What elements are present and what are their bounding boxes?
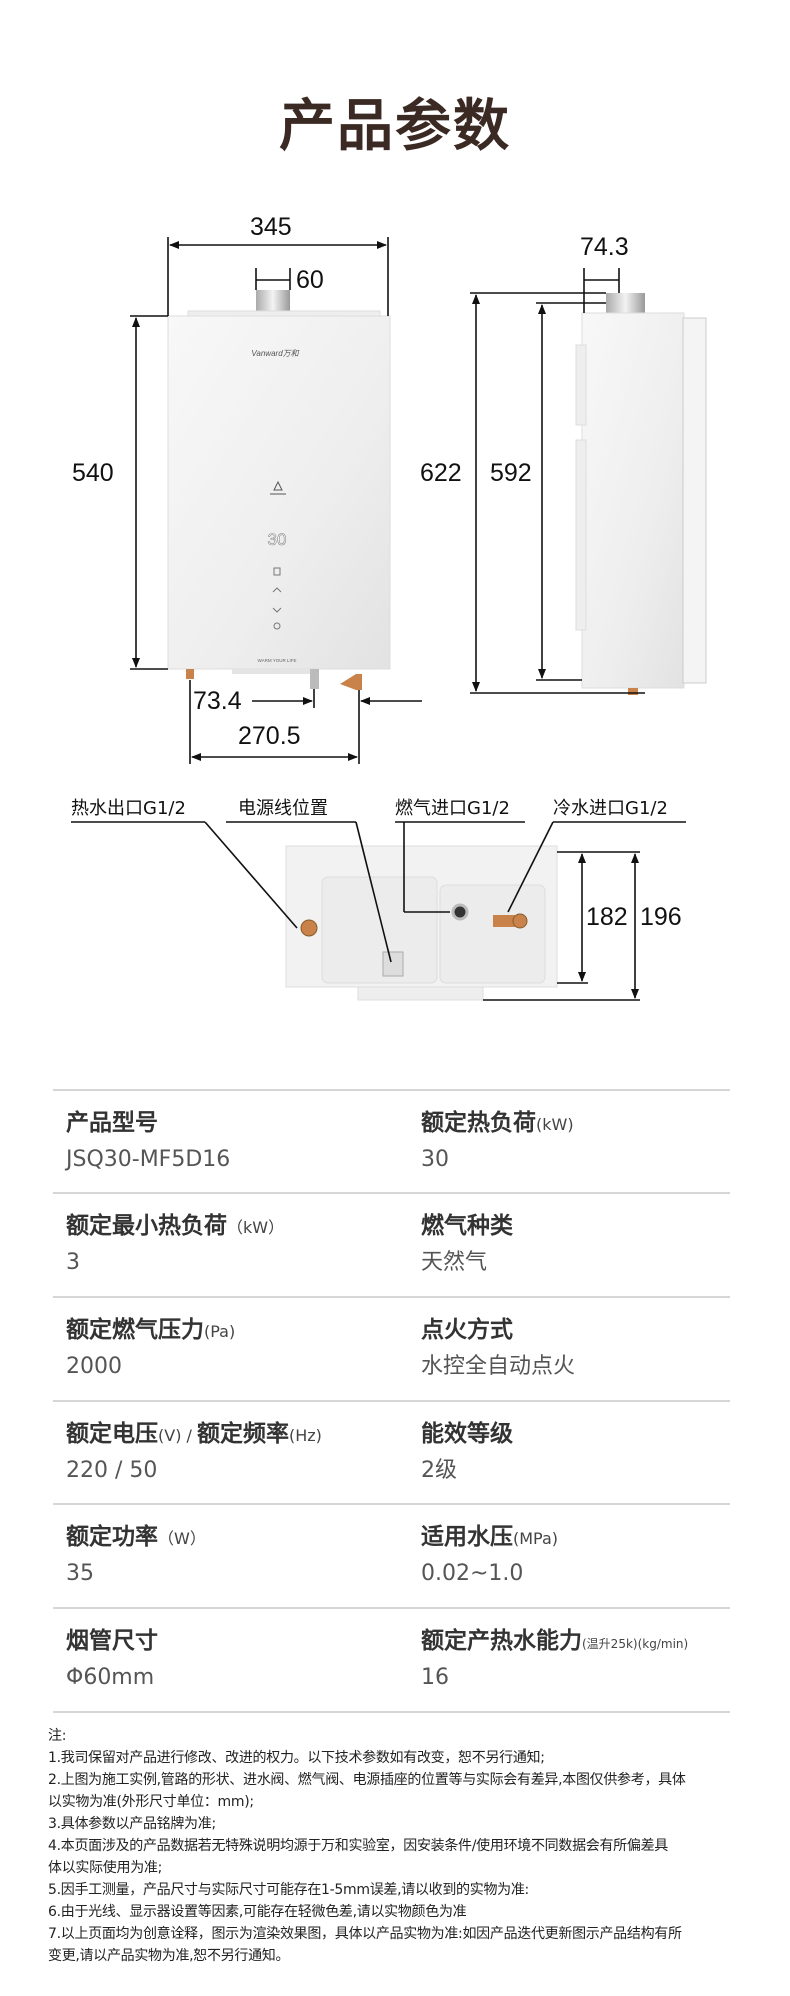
- spec-label: 适用水压(MPa): [421, 1522, 558, 1554]
- spec-value: Φ60mm: [66, 1665, 155, 1690]
- bottom-leader-lines: [71, 821, 686, 1001]
- note-line: 体以实际使用为准;: [48, 1860, 163, 1876]
- divider: [53, 1089, 730, 1091]
- spec-label: 额定功率（W）: [66, 1522, 206, 1554]
- divider: [53, 1192, 730, 1194]
- spec-label: 额定热负荷(kW): [421, 1108, 574, 1140]
- spec-value: 30: [421, 1147, 449, 1172]
- note-line: 7.以上页面均为创意诠释，图示为渲染效果图，具体以产品实物为准:如因产品迭代更新…: [48, 1926, 682, 1942]
- spec-label-text: 点火方式: [421, 1317, 513, 1343]
- note-line: 1.我司保留对产品进行修改、改进的权力。以下技术参数如有改变，恕不另行通知;: [48, 1750, 545, 1766]
- callout-cold-water-inlet: 冷水进口G1/2: [553, 798, 668, 819]
- spec-value: 0.02~1.0: [421, 1561, 524, 1586]
- spec-value: 2000: [66, 1354, 122, 1379]
- page-title: 产品参数: [279, 94, 511, 159]
- divider: [53, 1400, 730, 1402]
- inner-depth-dimension: 182: [586, 903, 628, 931]
- body-height-dimension: 592: [490, 459, 532, 487]
- notes-heading: 注:: [48, 1728, 67, 1744]
- spec-value: JSQ30-MF5D16: [66, 1147, 231, 1172]
- flue-depth-dimension: 74.3: [580, 233, 629, 261]
- spec-label-text: 产品型号: [66, 1110, 158, 1136]
- width-dimension: 345: [250, 213, 292, 241]
- mode-icon: [273, 567, 281, 576]
- spec-label: 额定燃气压力(Pa): [66, 1315, 235, 1347]
- note-line: 6.由于光线、显示器设置等因素,可能存在轻微色差,请以实物颜色为准: [48, 1904, 467, 1920]
- spec-label-text: 额定产热水能力: [421, 1628, 582, 1654]
- callout-gas-inlet: 燃气进口G1/2: [395, 798, 510, 819]
- spec-label: 点火方式: [421, 1315, 513, 1345]
- spec-label-text: 额定燃气压力: [66, 1317, 204, 1343]
- gas-pipe: [310, 669, 319, 689]
- note-line: 变更,请以产品实物为准,恕不另行通知。: [48, 1948, 290, 1964]
- eco-icon: [270, 480, 286, 495]
- spec-value: 2级: [421, 1458, 457, 1483]
- flue-pipe: [256, 290, 290, 313]
- total-height-dimension: 622: [420, 459, 462, 487]
- note-line: 5.因手工测量，产品尺寸与实际尺寸可能存在1-5mm误差,请以收到的实物为准:: [48, 1882, 529, 1898]
- dimension-drawings: Vanward万和 30 WARM YOUR LIFE: [71, 237, 707, 1001]
- heater-front-panel: [167, 315, 391, 670]
- offset-dimension: 73.4: [193, 687, 242, 715]
- spec-unit: （kW）: [227, 1218, 285, 1237]
- note-line: 2.上图为施工实例,管路的形状、进水阀、燃气阀、电源插座的位置等与实际会有差异,…: [48, 1772, 686, 1788]
- spec-value: 220 / 50: [66, 1458, 158, 1483]
- flue-dimension: 60: [296, 266, 324, 294]
- divider: [53, 1607, 730, 1609]
- spec-value: 水控全自动点火: [421, 1354, 576, 1379]
- front-dimension-lines: [130, 237, 422, 764]
- callout-hot-water-outlet: 热水出口G1/2: [71, 798, 186, 819]
- cold-water-pipe: [340, 674, 362, 690]
- callout-power-cord: 电源线位置: [238, 798, 328, 819]
- slogan-text: WARM YOUR LIFE: [257, 658, 296, 663]
- divider: [53, 1503, 730, 1505]
- spec-label-text: 额定热负荷: [421, 1110, 536, 1136]
- side-dimension-lines: [470, 268, 645, 694]
- hot-water-pipe: [186, 669, 194, 679]
- spec-label-text: 额定电压: [66, 1421, 158, 1447]
- pipe-span-dimension: 270.5: [238, 722, 301, 750]
- spec-unit: (kW): [536, 1115, 574, 1134]
- spec-label: 额定电压(V) / 额定频率(Hz): [66, 1419, 322, 1451]
- divider: [53, 1296, 730, 1298]
- spec-value: 16: [421, 1665, 449, 1690]
- front-view-heater: Vanward万和 30 WARM YOUR LIFE: [167, 290, 391, 690]
- spec-value: 3: [66, 1250, 80, 1275]
- spec-value: 35: [66, 1561, 94, 1586]
- note-line: 以实物为准(外形尺寸单位：mm);: [48, 1794, 254, 1810]
- spec-unit: (温升25k)(kg/min): [582, 1637, 689, 1651]
- spec-unit: (MPa): [513, 1529, 559, 1548]
- down-button-icon: [272, 607, 282, 613]
- spec-unit: (V) /: [158, 1426, 197, 1445]
- note-line: 4.本页面涉及的产品数据若无特殊说明均源于万和实验室，因安装条件/使用环境不同数…: [48, 1838, 668, 1854]
- power-button-icon: [273, 622, 281, 630]
- side-view-heater: [575, 293, 707, 695]
- up-button-icon: [272, 587, 282, 593]
- display-readout: 30: [268, 530, 287, 549]
- spec-value: 天然气: [421, 1250, 488, 1275]
- spec-unit: (Hz): [289, 1426, 322, 1445]
- divider: [53, 1711, 730, 1713]
- spec-label-text: 额定最小热负荷: [66, 1213, 227, 1239]
- spec-label-text: 燃气种类: [421, 1213, 513, 1239]
- bottom-view-heater: [285, 845, 558, 1001]
- spec-label: 额定产热水能力(温升25k)(kg/min): [421, 1626, 688, 1659]
- spec-label-text: 能效等级: [421, 1421, 513, 1447]
- spec-label-text: 额定功率: [66, 1524, 158, 1550]
- spec-unit: (Pa): [204, 1322, 236, 1341]
- spec-unit: （W）: [158, 1529, 206, 1548]
- spec-label: 烟管尺寸: [66, 1626, 158, 1656]
- height-dimension: 540: [72, 459, 114, 487]
- spec-label-text: 适用水压: [421, 1524, 513, 1550]
- spec-label: 能效等级: [421, 1419, 513, 1449]
- note-line: 3.具体参数以产品铭牌为准;: [48, 1816, 216, 1832]
- brand-logo: Vanward万和: [251, 349, 299, 358]
- spec-label-text: 烟管尺寸: [66, 1628, 158, 1654]
- spec-label: 产品型号: [66, 1108, 158, 1138]
- spec-label: 额定最小热负荷（kW）: [66, 1211, 284, 1243]
- spec-label-text: 额定频率: [197, 1421, 289, 1447]
- outer-depth-dimension: 196: [640, 903, 682, 931]
- spec-label: 燃气种类: [421, 1211, 513, 1241]
